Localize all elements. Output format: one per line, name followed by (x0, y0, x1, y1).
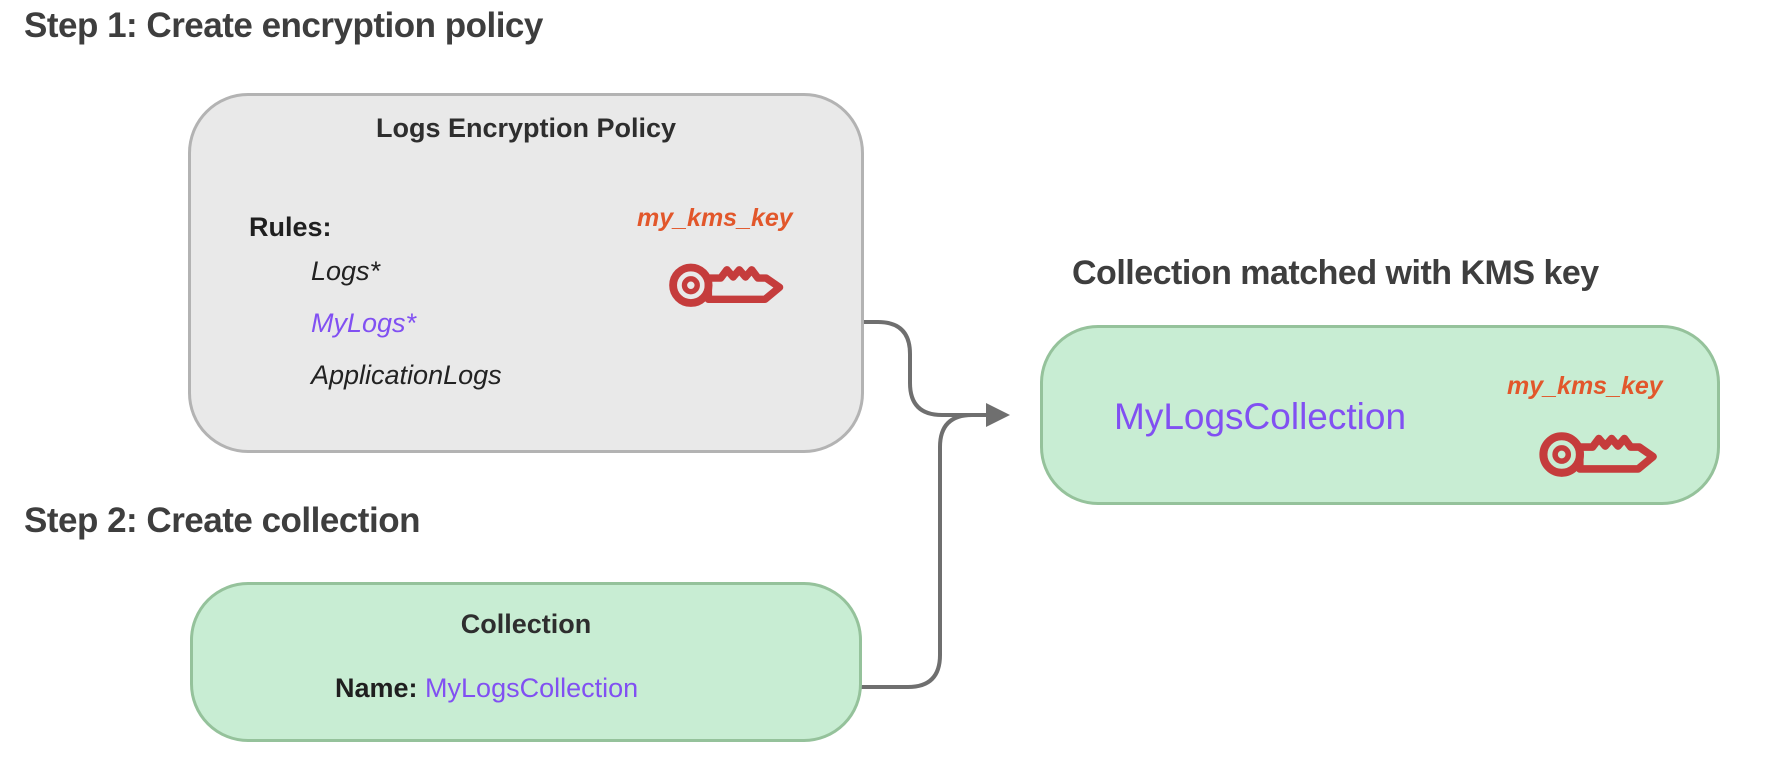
policy-box-title: Logs Encryption Policy (375, 113, 677, 143)
rule-logs: Logs* (311, 256, 381, 286)
matched-kms-key-icon (1539, 432, 1657, 477)
collection-name-label: Name: (335, 673, 418, 703)
step1-heading: Step 1: Create encryption policy (24, 6, 543, 45)
matched-collection-name: MyLogsCollection (1114, 396, 1407, 437)
rule-applicationlogs: ApplicationLogs (311, 360, 502, 390)
arrowhead-icon (986, 403, 1010, 427)
matched-collection-box: MyLogsCollection my_kms_key (1040, 325, 1720, 505)
collection-box: Collection Name: MyLogsCollection (190, 582, 862, 742)
kms-key-label: my_kms_key (637, 204, 793, 232)
step2-heading: Step 2: Create collection (24, 501, 420, 540)
kms-key-icon (669, 263, 784, 307)
rule-mylogs: MyLogs* (311, 308, 417, 338)
matched-heading: Collection matched with KMS key (1072, 254, 1599, 292)
rules-label: Rules: (249, 212, 332, 242)
collection-box-title: Collection (460, 609, 592, 639)
matched-kms-key-label: my_kms_key (1507, 372, 1663, 400)
encryption-policy-box: Logs Encryption Policy Rules: Logs* MyLo… (188, 93, 864, 453)
collection-name-row: Name: MyLogsCollection (335, 673, 638, 704)
collection-name-value: MyLogsCollection (425, 673, 639, 703)
